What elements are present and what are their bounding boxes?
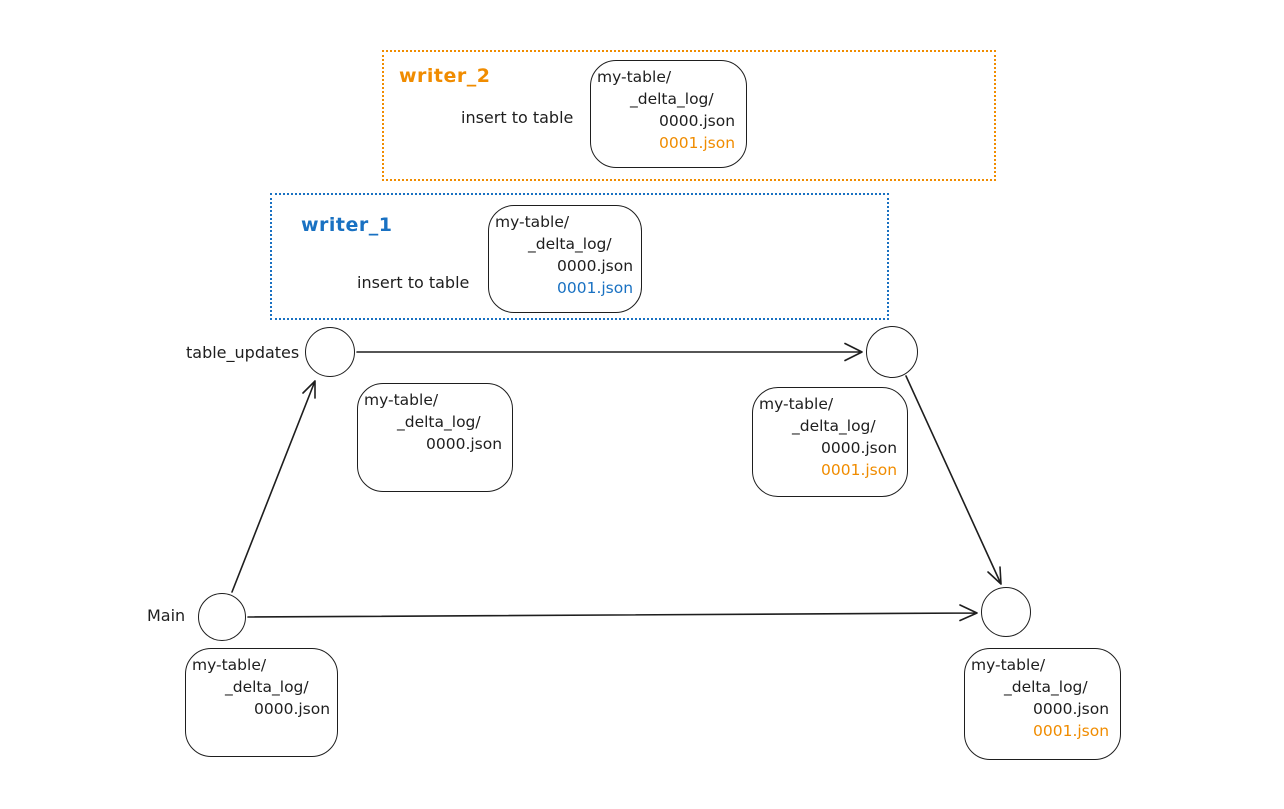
file-line: 0000.json — [426, 435, 503, 453]
file-line: 0000.json — [557, 257, 634, 275]
file-line-new: 0001.json — [557, 279, 634, 297]
file-line: 0000.json — [254, 700, 331, 718]
writer-1-action-label: insert to table — [357, 273, 470, 292]
file-line: 0000.json — [1033, 700, 1110, 718]
branch-label-main: Main — [147, 606, 186, 625]
branch-label-table-updates: table_updates — [186, 343, 300, 362]
file-line: _delta_log/ — [397, 413, 481, 431]
file-line: _delta_log/ — [792, 417, 876, 435]
file-line: my-table/ — [364, 391, 439, 409]
file-line-new: 0001.json — [1033, 722, 1110, 740]
writer-2-file-listing: my-table/ _delta_log/ 0000.json 0001.jso… — [590, 60, 747, 168]
file-line: _delta_log/ — [225, 678, 309, 696]
file-line: my-table/ — [495, 213, 570, 231]
main-node-end — [981, 587, 1031, 637]
file-line: my-table/ — [597, 68, 672, 86]
writer-2-panel: writer_2 insert to table my-table/ _delt… — [382, 50, 996, 181]
table-updates-commit0-file-listing: my-table/ _delta_log/ 0000.json — [357, 383, 513, 492]
writer-2-action-label: insert to table — [461, 108, 574, 127]
writer-1-label: writer_1 — [301, 214, 393, 236]
file-line-new: 0001.json — [659, 134, 736, 152]
file-line: my-table/ — [971, 656, 1046, 674]
main-node-start — [198, 593, 246, 641]
file-line: 0000.json — [821, 439, 898, 457]
main-commit0-file-listing: my-table/ _delta_log/ 0000.json — [185, 648, 338, 757]
file-line: my-table/ — [759, 395, 834, 413]
file-line: my-table/ — [192, 656, 267, 674]
writer-1-file-listing: my-table/ _delta_log/ 0000.json 0001.jso… — [488, 205, 642, 313]
table-updates-commit1-file-listing: my-table/ _delta_log/ 0000.json 0001.jso… — [752, 387, 908, 497]
table-updates-branch-line — [356, 342, 863, 362]
merge-arrow-table-updates-to-main — [905, 375, 1002, 585]
writer-1-panel: writer_1 insert to table my-table/ _delt… — [270, 193, 889, 320]
writer-2-label: writer_2 — [399, 65, 491, 87]
file-line: _delta_log/ — [1004, 678, 1088, 696]
table-updates-node-start — [305, 327, 355, 377]
file-line-new: 0001.json — [821, 461, 898, 479]
branch-arrow-main-to-table-updates — [231, 380, 316, 593]
file-line: 0000.json — [659, 112, 736, 130]
main-branch-line — [247, 604, 978, 622]
table-updates-node-end — [866, 326, 918, 378]
file-line: _delta_log/ — [528, 235, 612, 253]
file-line: _delta_log/ — [630, 90, 714, 108]
main-commit1-file-listing: my-table/ _delta_log/ 0000.json 0001.jso… — [964, 648, 1121, 760]
